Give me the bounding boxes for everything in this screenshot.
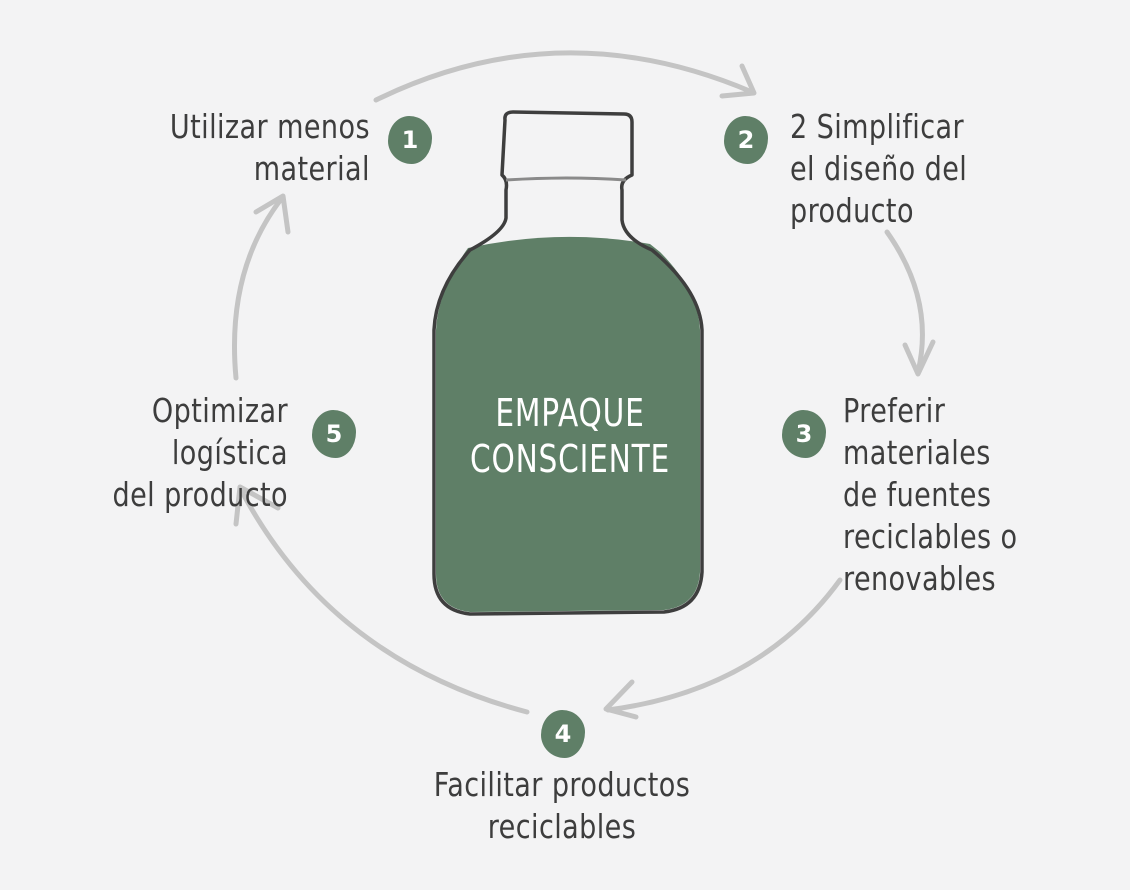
step-3-line-1: Preferir materiales — [843, 391, 991, 472]
step-4-badge: 4 — [541, 710, 585, 758]
arrow-head-5-to-1 — [253, 193, 291, 235]
arrow-1-to-2 — [373, 50, 755, 103]
step-5-label: Optimizar logística del producto — [52, 390, 288, 516]
step-2-number: 2 — [737, 126, 755, 154]
step-2-label: 2 Simplificar el diseño del producto — [790, 106, 967, 232]
step-5-line-1: Optimizar logística — [151, 391, 288, 472]
step-1-label: Utilizar menos material — [170, 106, 370, 190]
bottle-liquid — [436, 236, 700, 612]
center-title: EMPAQUE CONSCIENTE — [469, 390, 672, 482]
center-title-line-2: CONSCIENTE — [470, 437, 670, 481]
step-1-number: 1 — [401, 126, 419, 154]
step-4-line-2: reciclables — [487, 807, 637, 846]
step-2-line-3: producto — [790, 191, 914, 230]
step-5-badge: 5 — [312, 410, 356, 458]
step-3-line-3: reciclables o — [843, 517, 1018, 556]
step-2-badge: 2 — [724, 116, 768, 164]
step-5-number: 5 — [325, 420, 343, 448]
center-title-line-1: EMPAQUE — [495, 391, 645, 435]
step-3-line-2: de fuentes — [843, 475, 992, 514]
arrow-5-to-1 — [231, 195, 285, 381]
step-2-line-1: 2 Simplificar — [790, 107, 965, 146]
step-3-number: 3 — [795, 420, 813, 448]
arrow-3-to-4 — [605, 577, 843, 713]
step-3-line-4: renovables — [843, 559, 997, 598]
bottle-neck-line — [505, 176, 627, 182]
step-4-label: Facilitar productos reciclables — [398, 764, 726, 848]
arrow-head-1-to-2 — [719, 63, 757, 99]
arrow-4-to-5 — [237, 485, 530, 715]
arrow-head-2-to-3 — [902, 339, 936, 377]
step-3-label: Preferir materiales de fuentes reciclabl… — [843, 390, 1078, 600]
step-1-line-2: material — [253, 149, 370, 188]
step-4-number: 4 — [554, 720, 572, 748]
step-1-line-1: Utilizar menos — [169, 107, 370, 146]
step-3-badge: 3 — [782, 410, 826, 458]
step-4-line-1: Facilitar productos — [433, 765, 691, 804]
arrow-head-4-to-5 — [233, 484, 281, 527]
step-1-badge: 1 — [388, 116, 432, 164]
step-5-line-2: del producto — [112, 475, 288, 514]
arrow-head-3-to-4 — [603, 679, 639, 720]
step-2-line-2: el diseño del — [790, 149, 968, 188]
bottle-outline — [432, 110, 704, 616]
arrow-2-to-3 — [884, 229, 925, 375]
